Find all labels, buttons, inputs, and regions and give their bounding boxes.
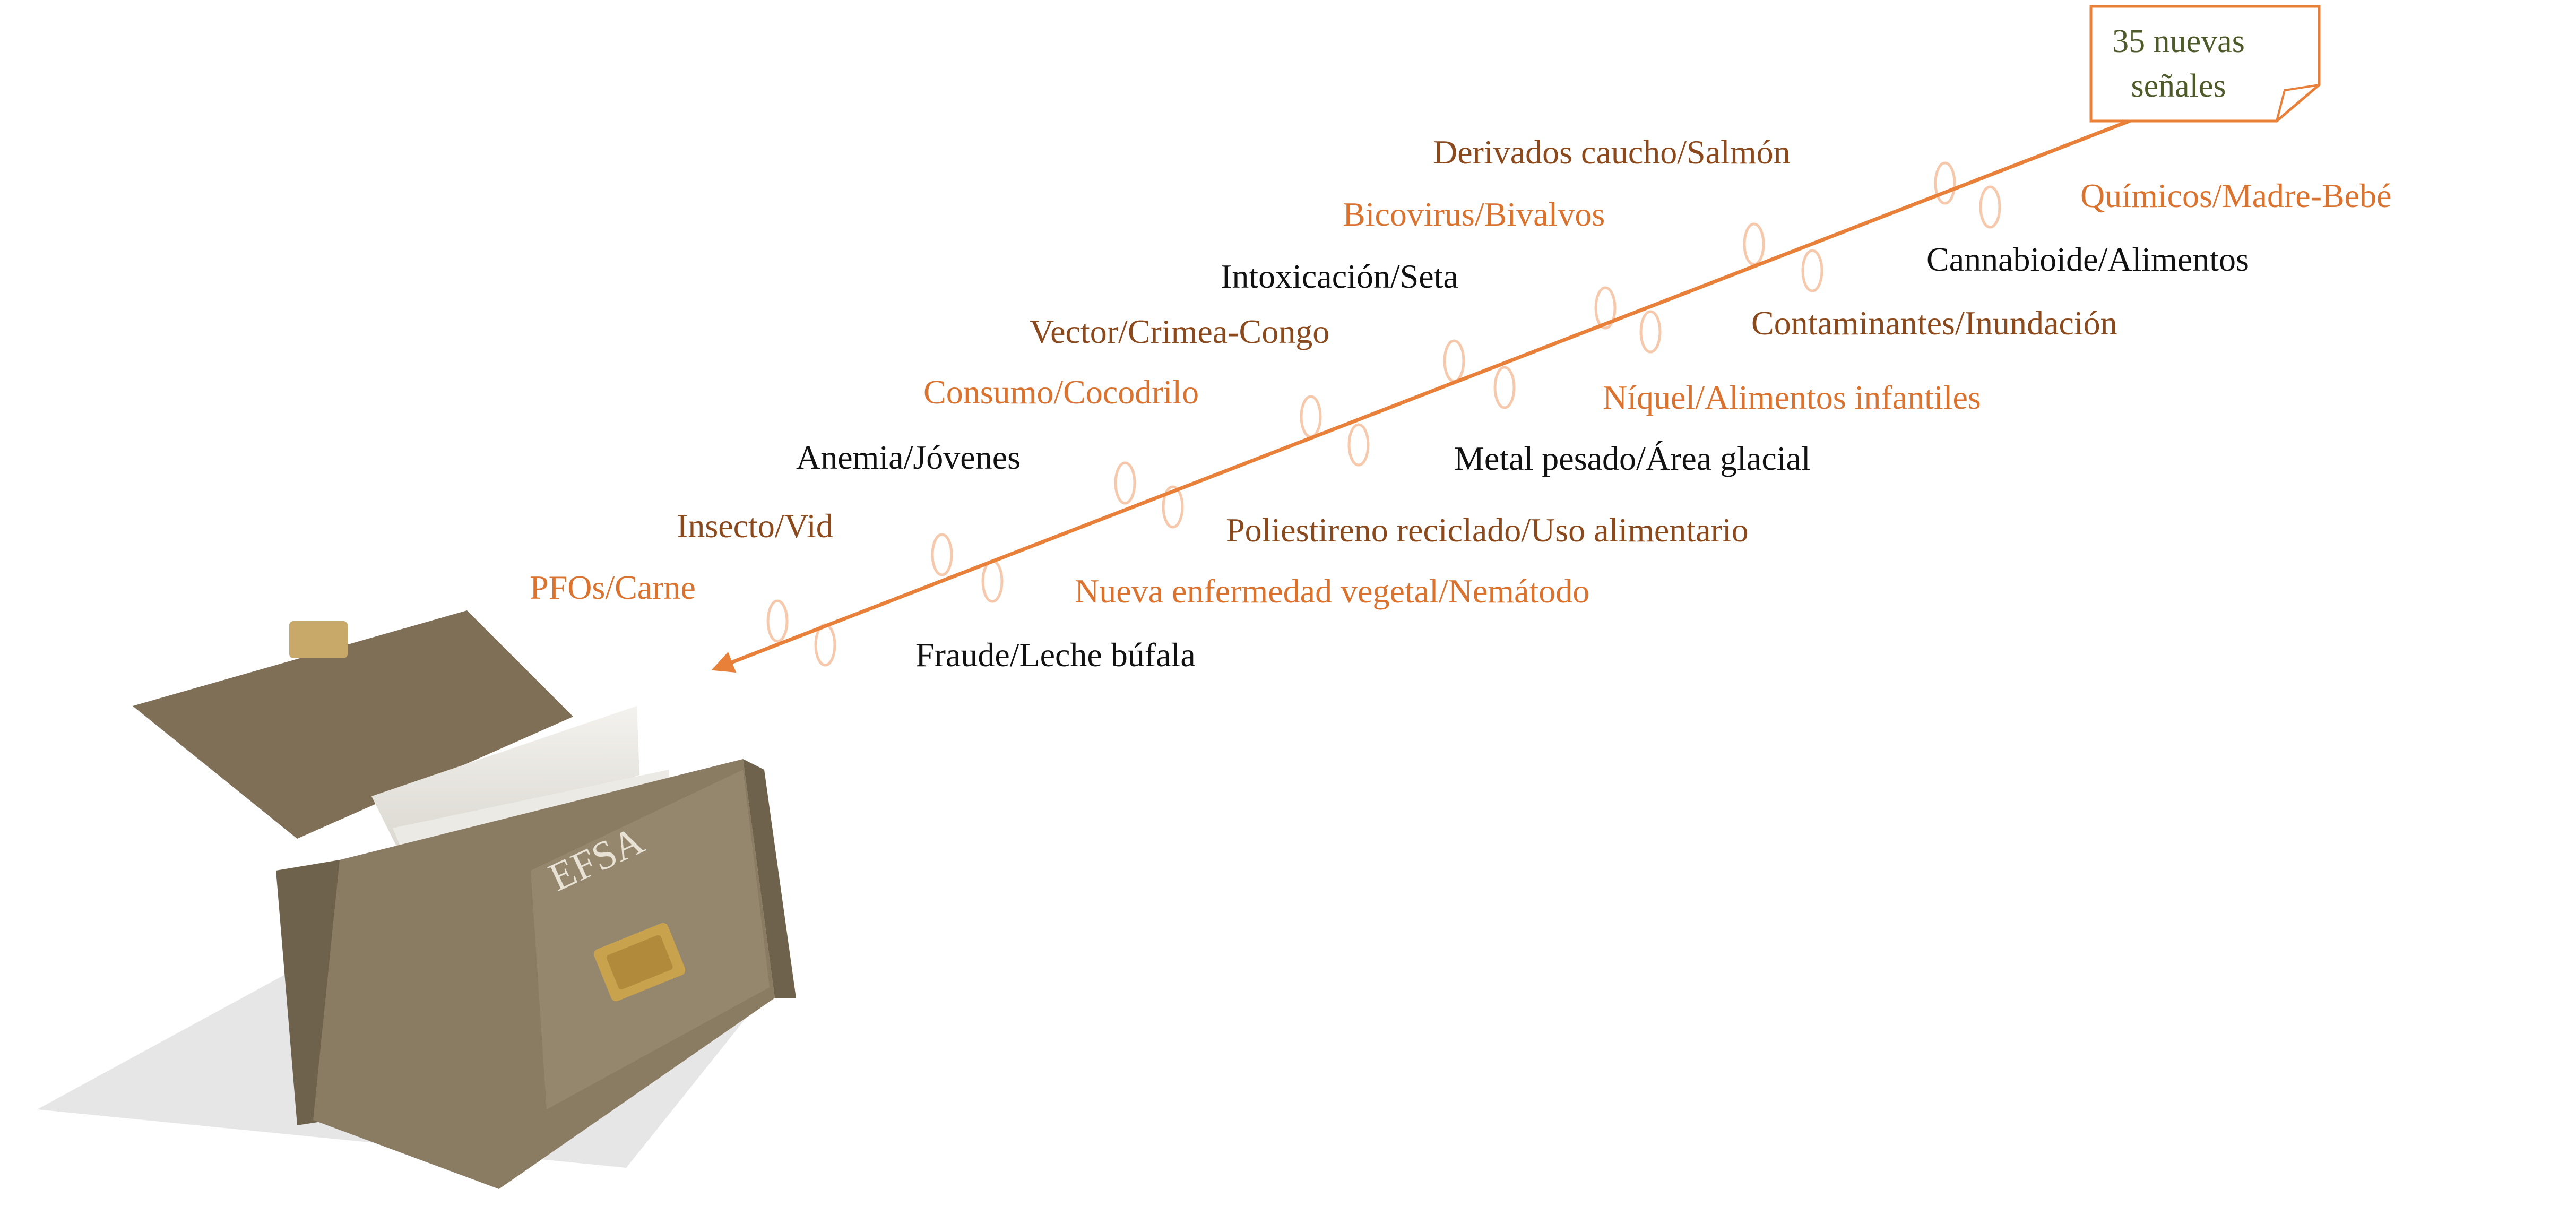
signal-label: Anemia/Jóvenes <box>796 438 1021 476</box>
link-ellipse <box>1934 161 1956 205</box>
link-ellipse <box>814 623 836 667</box>
link-ellipse <box>1979 185 2001 229</box>
signal-label: Cannabioide/Alimentos <box>1926 240 2249 278</box>
signal-label: Intoxicación/Seta <box>1221 257 1458 295</box>
link-ellipse <box>981 559 1004 603</box>
link-ellipse <box>1300 395 1322 438</box>
link-ellipse <box>1493 366 1516 409</box>
callout-line-1: 35 nuevas <box>2112 23 2245 59</box>
link-ellipse <box>1801 249 1823 292</box>
signal-label: Poliestireno reciclado/Uso alimentario <box>1226 511 1749 549</box>
link-ellipse <box>1443 339 1465 383</box>
callout-line-2: señales <box>2131 68 2226 104</box>
link-ellipse <box>1162 485 1184 529</box>
signal-label: PFOs/Carne <box>530 569 696 606</box>
briefcase-icon: EFSA <box>133 610 796 1189</box>
link-ellipse <box>1743 222 1765 266</box>
signal-labels: Derivados caucho/Salmón Bicovirus/Bivalv… <box>530 133 2392 674</box>
link-ellipse <box>1594 286 1617 330</box>
link-ellipse <box>1114 461 1136 505</box>
callout-box: 35 nuevas señales <box>2089 5 2321 123</box>
signal-label: Insecto/Vid <box>677 507 833 545</box>
link-ellipse <box>931 533 953 576</box>
signal-label: Derivados caucho/Salmón <box>1433 133 1791 171</box>
signal-label: Metal pesado/Área glacial <box>1454 440 1811 477</box>
signal-label: Contaminantes/Inundación <box>1751 304 2117 342</box>
link-ellipse <box>1347 423 1370 467</box>
arrow-line <box>711 117 2134 673</box>
signal-label: Níquel/Alimentos infantiles <box>1603 378 1981 416</box>
link-ellipse <box>1639 310 1662 354</box>
signal-label: Nueva enfermedad vegetal/Nemátodo <box>1075 572 1589 610</box>
signal-label: Bicovirus/Bivalvos <box>1343 195 1605 233</box>
signal-label: Consumo/Cocodrilo <box>923 373 1199 411</box>
signal-label: Químicos/Madre-Bebé <box>2080 177 2392 214</box>
link-ellipse <box>766 599 789 643</box>
signal-label: Fraude/Leche búfala <box>915 636 1196 674</box>
signal-label: Vector/Crimea-Congo <box>1030 313 1329 350</box>
